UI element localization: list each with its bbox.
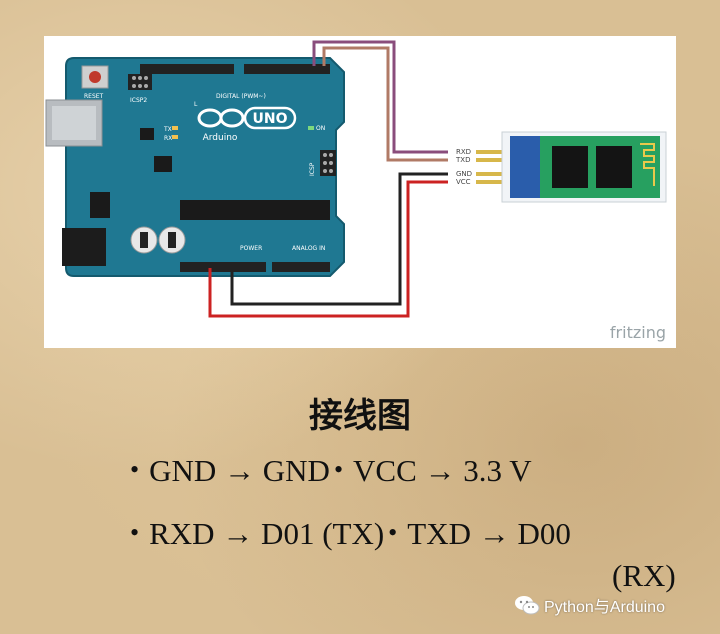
board-model-label: UNO: [253, 111, 288, 127]
wiring-diagram-panel: RESET ICSP2 DIGITAL (PWM~) UNO Arduino T…: [44, 36, 676, 348]
icsp-header: [320, 150, 336, 176]
module-chip-1: [552, 146, 588, 188]
tx-led: [172, 126, 178, 130]
watermark-text: Python与Arduino: [544, 599, 665, 616]
module-pins: [476, 150, 502, 184]
txd-mapping-continued: (RX): [612, 558, 676, 593]
rx-led: [172, 135, 178, 139]
wire-txd: [322, 46, 448, 162]
bullet-mark: •: [130, 518, 140, 547]
module-base-board: [510, 136, 544, 198]
on-led-label: ON: [316, 125, 325, 132]
on-led: [308, 126, 314, 130]
analog-label: ANALOG IN: [292, 245, 325, 252]
wechat-icon: [515, 596, 540, 615]
gnd-mapping: GND → GND: [149, 453, 330, 488]
tx-led-label: TX: [163, 126, 172, 133]
power-header: [180, 262, 266, 272]
icsp2-label: ICSP2: [130, 97, 147, 104]
capacitor-1-mark: [140, 232, 148, 248]
module-pin-vcc-label: VCC: [456, 178, 471, 186]
module-pin-txd-label: TXD: [455, 156, 470, 164]
board-brand-label: Arduino: [203, 133, 238, 143]
wires: [208, 40, 448, 318]
l-led-label: L: [194, 101, 198, 108]
wiring-diagram: RESET ICSP2 DIGITAL (PWM~) UNO Arduino T…: [45, 40, 667, 342]
fritzing-watermark: fritzing: [610, 323, 666, 342]
reset-button-cap: [89, 71, 101, 83]
wire-gnd: [230, 172, 448, 306]
usb-port-inner: [52, 106, 96, 140]
digital-header: [140, 64, 330, 74]
bullet-line-power: •GND → GND•VCC → 3.3 V: [130, 453, 532, 489]
capacitor-2-mark: [168, 232, 176, 248]
reset-label: RESET: [84, 93, 104, 100]
power-label: POWER: [240, 245, 262, 252]
arduino-logo: [197, 106, 297, 130]
arduino-board: [65, 57, 345, 277]
diagram-caption: 接线图: [309, 396, 411, 436]
module-chip-2: [596, 146, 632, 188]
module-pin-gnd-label: GND: [456, 170, 472, 178]
wire-rxd: [312, 40, 448, 154]
chip-square: [154, 156, 172, 172]
bullet-mark: •: [333, 455, 344, 484]
bullet-mark: •: [388, 518, 398, 547]
bullet-mark: •: [130, 455, 140, 484]
module-pin-rxd-label: RXD: [456, 148, 471, 156]
vcc-mapping: VCC → 3.3 V: [353, 453, 532, 488]
analog-header: [272, 262, 330, 272]
atmega-chip: [180, 200, 330, 220]
rx-led-label: RX: [164, 135, 172, 142]
icsp2-header: [128, 74, 152, 90]
wire-vcc: [208, 180, 448, 318]
power-jack: [62, 228, 106, 266]
digital-label: DIGITAL (PWM~): [216, 93, 266, 100]
small-chip: [140, 128, 154, 140]
txd-mapping: TXD → D00: [407, 516, 571, 551]
wechat-watermark: Python与Arduino: [514, 592, 665, 618]
bullet-line-serial: •RXD → D01 (TX)•TXD → D00: [130, 516, 571, 552]
module-antenna: [640, 143, 655, 186]
rxd-mapping: RXD → D01 (TX): [149, 516, 385, 551]
icsp-label: ICSP: [309, 162, 316, 176]
voltage-regulator: [90, 192, 110, 218]
